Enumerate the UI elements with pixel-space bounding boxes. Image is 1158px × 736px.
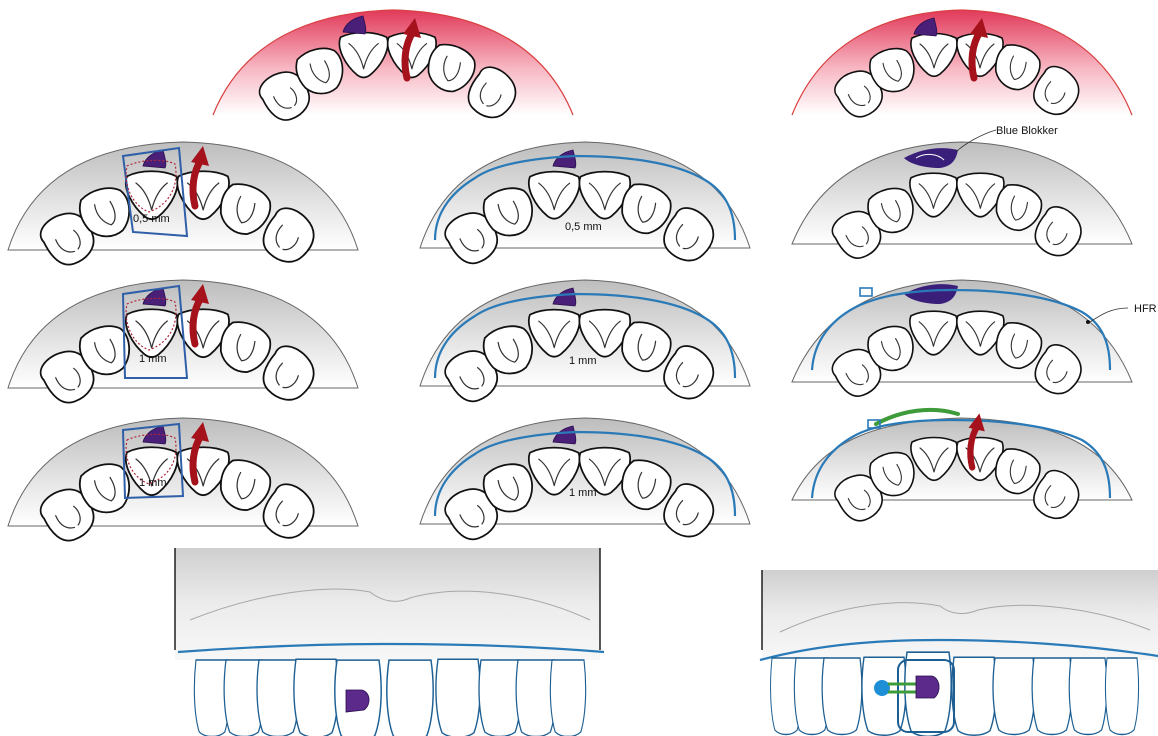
front-view-elastic-button <box>760 570 1158 736</box>
blue-blokker-label: Blue Blokker <box>996 125 1058 137</box>
measurement-label: 1 mm <box>139 477 167 489</box>
occlusal-view-red-1 <box>213 10 573 127</box>
button-icon <box>874 680 890 696</box>
measurement-label: 1 mm <box>569 487 597 499</box>
occlusal-view-red-2 <box>792 10 1132 124</box>
occlusal-aligner-1a: 1 mm <box>420 280 750 409</box>
occlusal-aligner-1b: 1 mm <box>420 418 750 547</box>
occlusal-aligner-05: 0,5 mm <box>420 142 750 271</box>
front-view-aligner-attachment <box>175 548 604 736</box>
occlusal-blue-blokker: Blue Blokker <box>792 125 1132 265</box>
attachment-icon <box>916 676 939 698</box>
measurement-label: 0,5 mm <box>565 221 602 233</box>
attachment-icon <box>346 690 369 712</box>
occlusal-cutout-1a: 1 mm <box>8 280 358 410</box>
measurement-label: 0,5 mm <box>133 213 170 225</box>
measurement-label: 1 mm <box>569 355 597 367</box>
occlusal-elastic <box>792 410 1132 528</box>
front-teeth <box>194 659 585 736</box>
hfr-label: HFR <box>1134 303 1157 315</box>
occlusal-cutout-1b: 1 mm <box>8 418 358 548</box>
occlusal-cutout-05: 0,5 mm <box>8 142 358 272</box>
measurement-label: 1 mm <box>139 353 167 365</box>
occlusal-hfr: HFR <box>792 280 1157 403</box>
